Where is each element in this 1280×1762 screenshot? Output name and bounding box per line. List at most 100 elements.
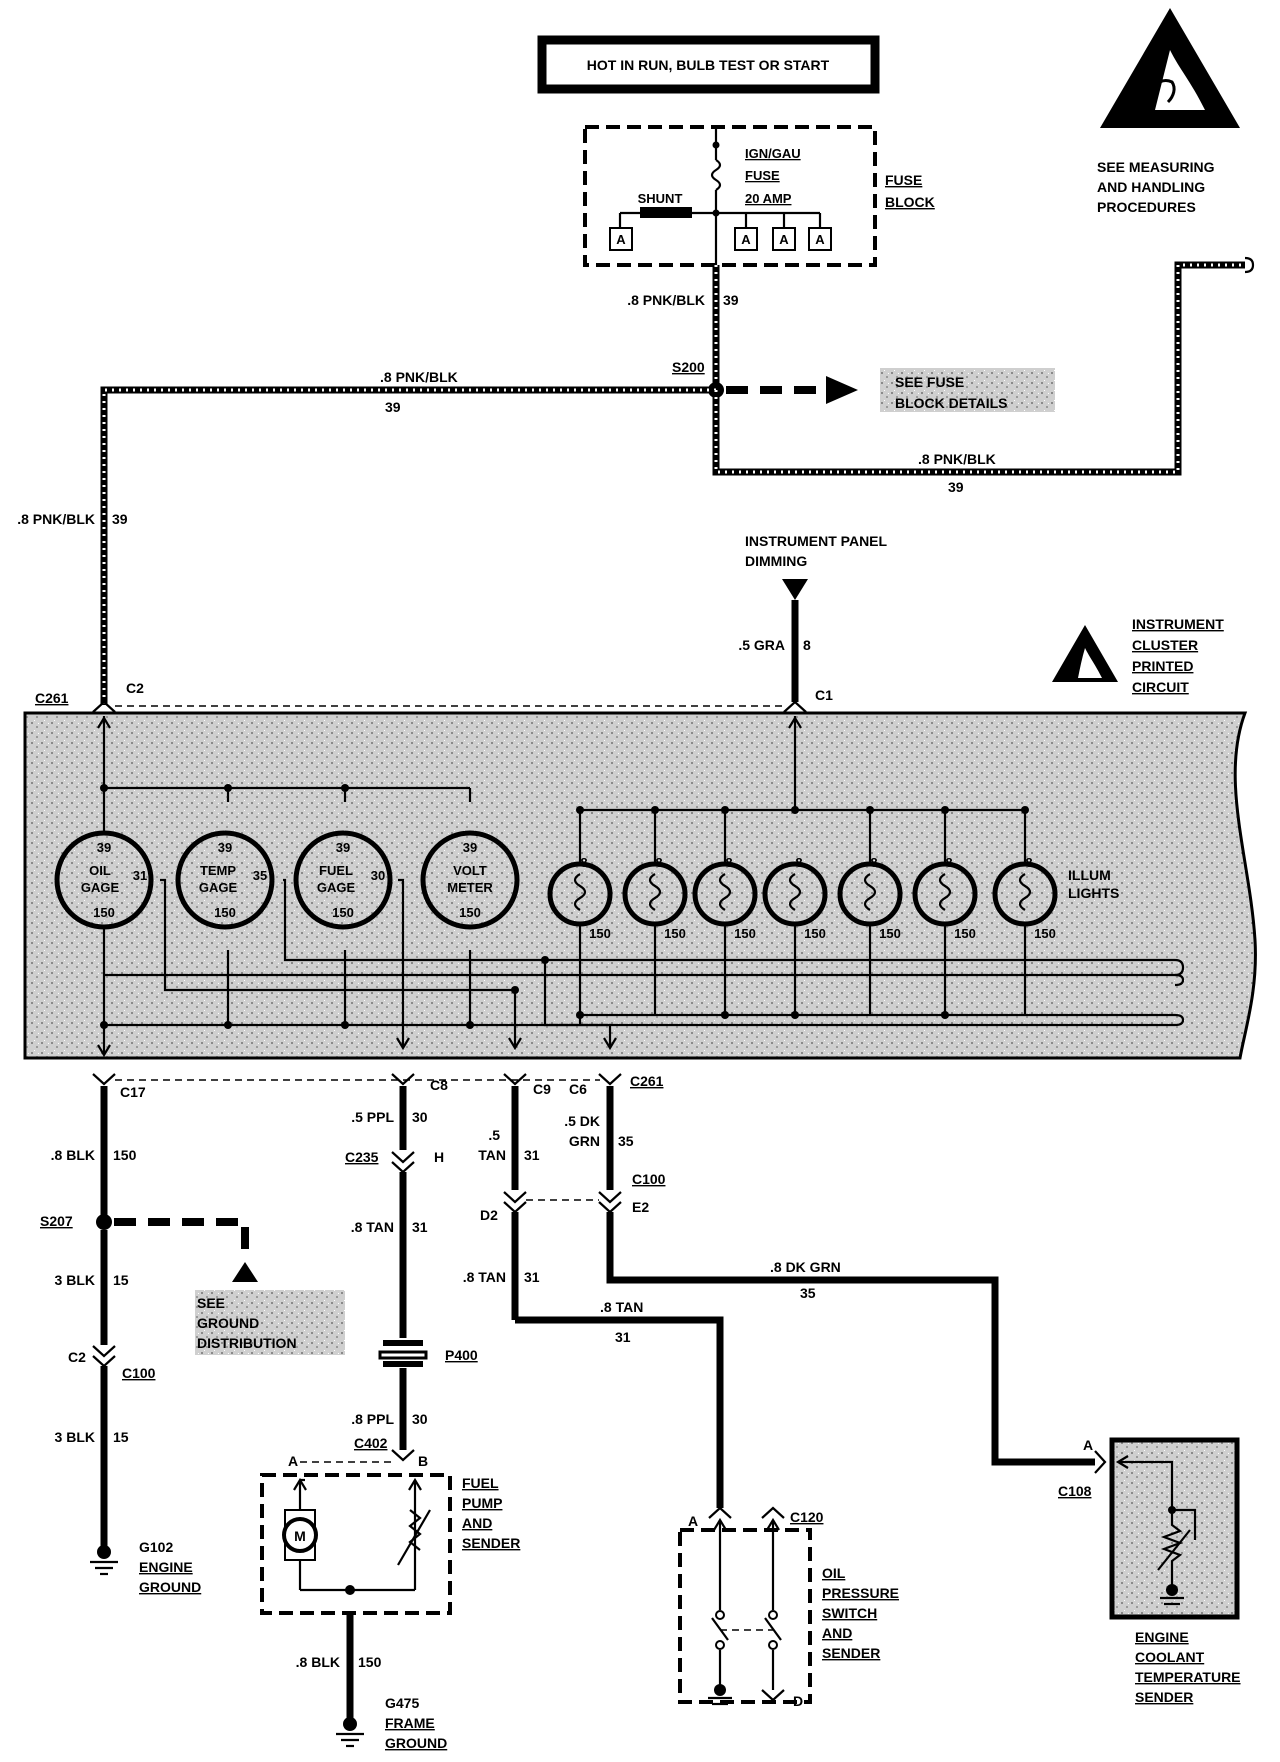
illum-lights-label-2: LIGHTS bbox=[1068, 885, 1119, 901]
svg-text:3 BLK: 3 BLK bbox=[55, 1429, 95, 1445]
esd-warning-icon bbox=[1100, 8, 1240, 128]
svg-text:150: 150 bbox=[879, 926, 901, 941]
svg-text:31: 31 bbox=[524, 1147, 540, 1163]
svg-text:SEE: SEE bbox=[197, 1295, 225, 1311]
coolant-temp-sender bbox=[1109, 1437, 1240, 1620]
esd-line-3: PROCEDURES bbox=[1097, 199, 1196, 215]
svg-text:150: 150 bbox=[664, 926, 686, 941]
fuse-name: IGN/GAU bbox=[745, 146, 801, 161]
fuse-block-label-2: BLOCK bbox=[885, 194, 935, 210]
connector-c402: C402 bbox=[354, 1435, 388, 1451]
cluster-label-3: PRINTED bbox=[1132, 658, 1193, 674]
svg-text:DISTRIBUTION: DISTRIBUTION bbox=[197, 1335, 297, 1351]
fuel-pump-label-4: SENDER bbox=[462, 1535, 520, 1551]
connector-c2-c100: C2 bbox=[68, 1349, 86, 1365]
connector-c1-top: C1 bbox=[815, 687, 833, 703]
svg-text:30: 30 bbox=[371, 868, 385, 883]
oil-pressure-label-2: PRESSURE bbox=[822, 1585, 899, 1601]
connector-b: B bbox=[418, 1453, 428, 1469]
illum-lamp-7: 8 150 bbox=[992, 855, 1058, 941]
svg-text:GAGE: GAGE bbox=[199, 880, 238, 895]
svg-text:39: 39 bbox=[112, 511, 128, 527]
illum-lights-label-1: ILLUM bbox=[1068, 867, 1111, 883]
wire-label-ppl8: .8 PPL bbox=[351, 1411, 394, 1427]
oil-pressure-label-4: AND bbox=[822, 1625, 852, 1641]
svg-text:GRN: GRN bbox=[569, 1133, 600, 1149]
coolant-label-1: ENGINE bbox=[1135, 1629, 1189, 1645]
connector-c261-bottom: C261 bbox=[630, 1073, 664, 1089]
svg-text:TAN: TAN bbox=[478, 1147, 506, 1163]
power-source-label: HOT IN RUN, BULB TEST OR START bbox=[587, 57, 830, 73]
motor-icon bbox=[282, 1517, 318, 1553]
ground-g475-2: FRAME bbox=[385, 1715, 435, 1731]
circuit-39-1: 39 bbox=[723, 292, 739, 308]
splice-s200-label: S200 bbox=[672, 359, 705, 375]
ground-g102-1: G102 bbox=[139, 1539, 173, 1555]
oil-pressure-label-1: OIL bbox=[822, 1565, 846, 1581]
connector-d2: D2 bbox=[480, 1207, 498, 1223]
cluster-internal-circuit bbox=[97, 715, 1185, 1058]
splice-s207-label: S207 bbox=[40, 1213, 73, 1229]
wire-39-left bbox=[100, 386, 716, 705]
wire-label-gra: .5 GRA bbox=[738, 637, 785, 653]
dimming-label-1: INSTRUMENT PANEL bbox=[745, 533, 888, 549]
ground-g102-3: GROUND bbox=[139, 1579, 201, 1595]
connector-d: D bbox=[793, 1693, 803, 1709]
svg-text:8: 8 bbox=[945, 855, 952, 870]
coolant-label-4: SENDER bbox=[1135, 1689, 1193, 1705]
svg-text:150: 150 bbox=[954, 926, 976, 941]
arrow-right-icon bbox=[826, 376, 858, 404]
svg-text:39: 39 bbox=[218, 840, 232, 855]
dimming-label-2: DIMMING bbox=[745, 553, 807, 569]
wire-label-tan-oil: .8 TAN bbox=[600, 1299, 643, 1315]
svg-text:39: 39 bbox=[948, 479, 964, 495]
connector-c235: C235 bbox=[345, 1149, 379, 1165]
svg-text:150: 150 bbox=[734, 926, 756, 941]
cluster-label-1: INSTRUMENT bbox=[1132, 616, 1224, 632]
esd-small-icon bbox=[1052, 625, 1118, 682]
svg-text:35: 35 bbox=[253, 868, 267, 883]
connector-c261-top: C261 bbox=[35, 690, 69, 706]
svg-text:.5: .5 bbox=[488, 1127, 500, 1143]
svg-text:8: 8 bbox=[580, 855, 587, 870]
inline-connector-p400 bbox=[378, 1340, 428, 1367]
svg-text:31: 31 bbox=[412, 1219, 428, 1235]
connector-c2-top: C2 bbox=[126, 680, 144, 696]
wire-39-right bbox=[712, 261, 1245, 476]
motor-label: M bbox=[294, 1528, 306, 1544]
connector-a-coolant: A bbox=[1083, 1437, 1093, 1453]
ground-g475-1: G475 bbox=[385, 1695, 419, 1711]
connector-c8: C8 bbox=[430, 1077, 448, 1093]
svg-text:150: 150 bbox=[93, 905, 115, 920]
see-fuse-block-details-2: BLOCK DETAILS bbox=[895, 395, 1008, 411]
ground-g102-icon bbox=[90, 1545, 118, 1576]
esd-line-1: SEE MEASURING bbox=[1097, 159, 1215, 175]
fuel-pump-sender: M bbox=[260, 1473, 452, 1615]
connector-h: H bbox=[434, 1149, 444, 1165]
oil-pressure-label-5: SENDER bbox=[822, 1645, 880, 1661]
esd-line-2: AND HANDLING bbox=[1097, 179, 1205, 195]
svg-text:.5 DK: .5 DK bbox=[564, 1113, 600, 1129]
svg-text:8: 8 bbox=[870, 855, 877, 870]
fuse-rating: 20 AMP bbox=[745, 191, 792, 206]
fuel-pump-label-2: PUMP bbox=[462, 1495, 502, 1511]
svg-text:A: A bbox=[616, 232, 626, 247]
ground-g475-3: GROUND bbox=[385, 1735, 447, 1751]
svg-text:GAGE: GAGE bbox=[81, 880, 120, 895]
cluster-label-4: CIRCUIT bbox=[1132, 679, 1189, 695]
connector-p400: P400 bbox=[445, 1347, 478, 1363]
gauge-fuel: 39 FUEL GAGE 30 150 bbox=[293, 830, 393, 930]
svg-text:.8 PNK/BLK: .8 PNK/BLK bbox=[918, 451, 996, 467]
ground-g475-icon bbox=[336, 1717, 364, 1748]
gauge-oil: 39 OIL GAGE 31 150 bbox=[54, 830, 154, 930]
shunt-label: SHUNT bbox=[638, 191, 683, 206]
power-source-box: HOT IN RUN, BULB TEST OR START bbox=[537, 35, 880, 94]
wire-label-pnkblk-1: .8 PNK/BLK bbox=[627, 292, 705, 308]
wire-label-blk-frame: .8 BLK bbox=[296, 1654, 340, 1670]
svg-text:.8 TAN: .8 TAN bbox=[463, 1269, 506, 1285]
fuse-block-label-1: FUSE bbox=[885, 172, 922, 188]
fuse-word: FUSE bbox=[745, 168, 780, 183]
connector-c17: C17 bbox=[120, 1084, 146, 1100]
fuel-pump-label-3: AND bbox=[462, 1515, 492, 1531]
